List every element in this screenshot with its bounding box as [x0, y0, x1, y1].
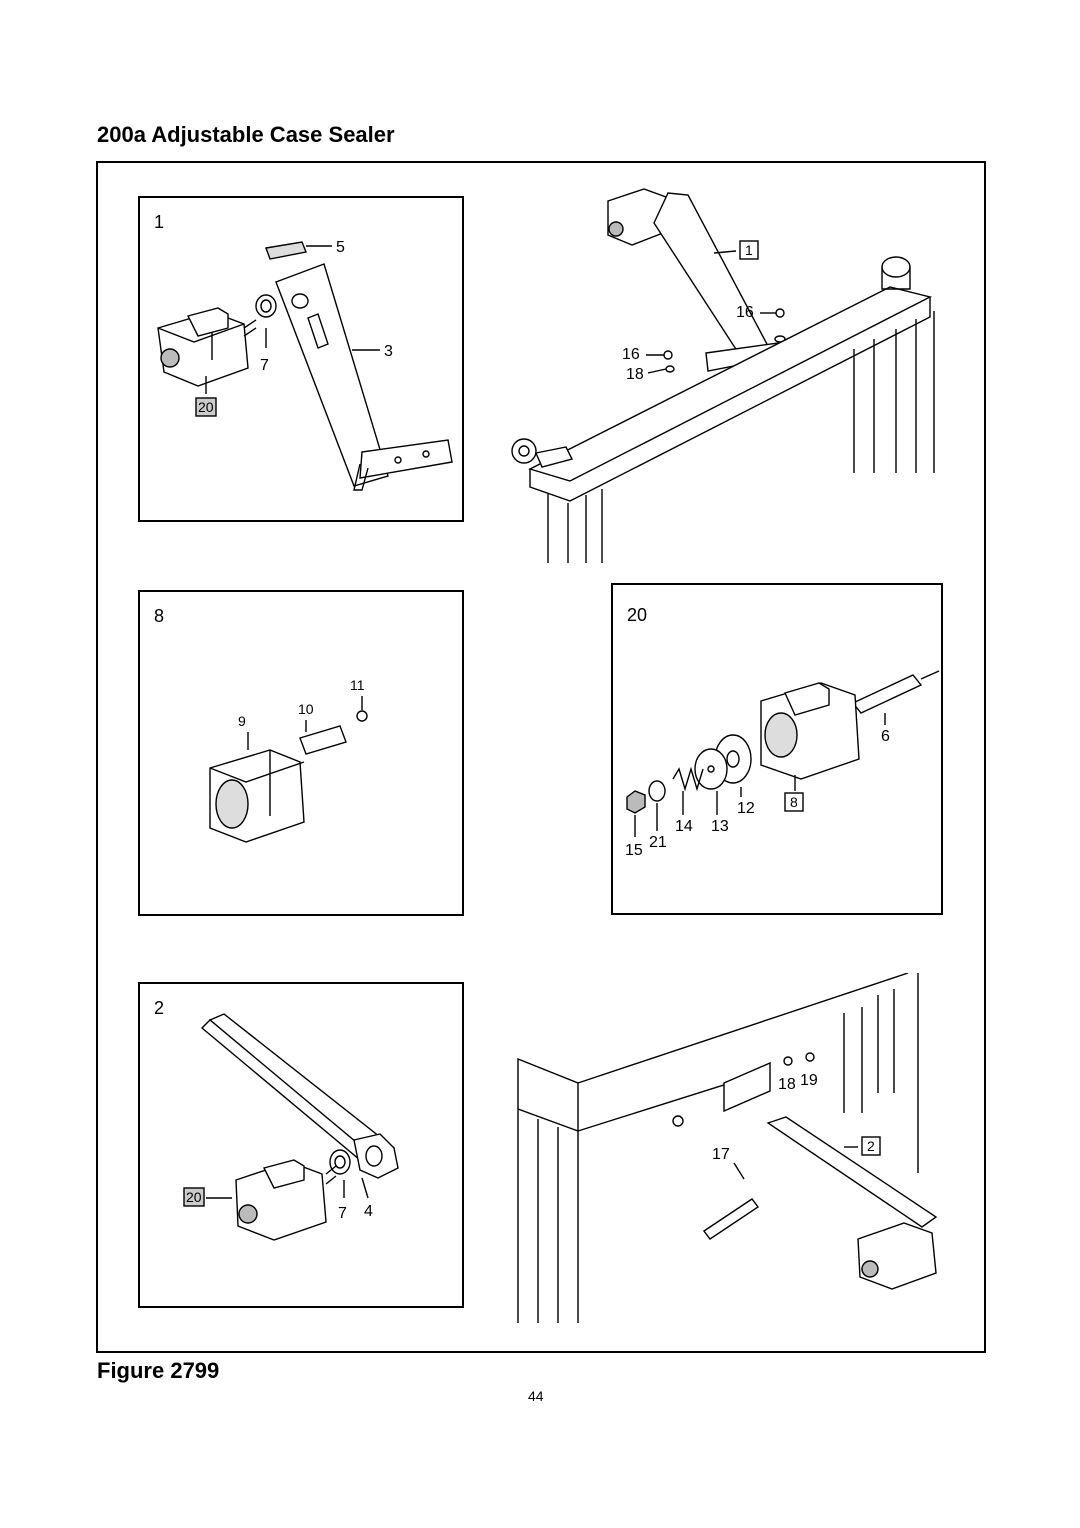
- part-label-19: 19: [800, 1072, 818, 1089]
- boxed-ref-8: 8: [790, 794, 798, 810]
- part-label-12: 12: [737, 800, 755, 817]
- part-label-15: 15: [625, 842, 643, 859]
- panel-number: 1: [154, 212, 164, 232]
- part-label-3: 3: [384, 343, 393, 360]
- figure-caption: Figure 2799: [97, 1358, 220, 1383]
- page-number: 44: [528, 1388, 544, 1404]
- lower-mount-drawing: 18 19 2 17: [517, 973, 938, 1323]
- housing-cover-drawing: 8 11 10 9: [154, 606, 368, 843]
- part-label-16b: 16: [622, 346, 640, 363]
- detail-panel-2: 2 7 4 20: [138, 982, 464, 1308]
- part-label-21: 21: [649, 834, 667, 851]
- detail-panel-20: 20 6 8 12 13 14 21: [611, 583, 943, 915]
- part-label-17: 17: [712, 1146, 730, 1163]
- panel-number: 2: [154, 998, 164, 1018]
- figure-frame: 1 5 3 7: [96, 161, 986, 1353]
- boxed-ref-2: 2: [867, 1138, 875, 1154]
- panel-number: 20: [627, 605, 647, 625]
- frame-mount-drawing: 1 16 18 16 18: [511, 188, 935, 563]
- part-label-18b: 18: [626, 366, 644, 383]
- boxed-ref-20: 20: [186, 1189, 202, 1205]
- bracket-assembly-drawing: 1 5 3 7: [154, 212, 453, 491]
- part-label-7: 7: [338, 1205, 347, 1222]
- part-label-13: 13: [711, 818, 729, 835]
- roller-exploded-drawing: 20 6 8 12 13 14 21: [625, 605, 940, 859]
- boxed-ref-20: 20: [198, 399, 214, 415]
- detail-panel-1: 1 5 3 7: [138, 196, 464, 522]
- part-label-10: 10: [298, 701, 314, 717]
- boxed-ref-1: 1: [745, 242, 753, 258]
- part-label-18: 18: [778, 1076, 796, 1093]
- part-label-5: 5: [336, 239, 345, 256]
- part-label-11: 11: [350, 677, 365, 693]
- part-label-4: 4: [364, 1203, 373, 1220]
- part-label-9: 9: [238, 713, 246, 729]
- lower-arm-drawing: 2 7 4 20: [154, 998, 399, 1241]
- page-title: 200a Adjustable Case Sealer: [97, 122, 395, 147]
- panel-number: 8: [154, 606, 164, 626]
- lower-mount-scene: 18 19 2 17: [498, 973, 948, 1343]
- part-label-6: 6: [881, 728, 890, 745]
- part-label-7: 7: [260, 357, 269, 374]
- part-label-16a: 16: [736, 304, 754, 321]
- part-label-14: 14: [675, 818, 693, 835]
- frame-mount-scene: 1 16 18 16 18: [498, 173, 948, 573]
- detail-panel-8: 8 11 10 9: [138, 590, 464, 916]
